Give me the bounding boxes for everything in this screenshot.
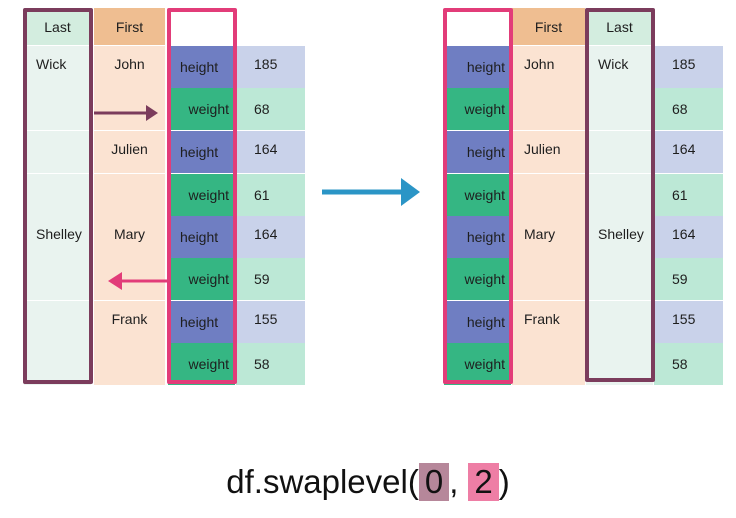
first-name-cell [512,343,586,386]
value-cell: 164 [654,131,724,174]
last-name-cell [586,174,654,217]
value-cell: 68 [654,88,724,131]
header-value [236,8,306,46]
last-name-cell [24,131,92,174]
attribute-cell: height [168,301,236,344]
attribute-cell: weight [168,88,236,131]
attribute-cell: weight [168,343,236,386]
attribute-cell: height [168,216,236,259]
code-expression: df.swaplevel( 0 , 2 ) [0,452,736,512]
attribute-cell: weight [444,174,512,217]
header-first: First [94,8,166,46]
code-separator: , [449,463,459,500]
value-cell: 61 [236,174,306,217]
value-cell: 58 [654,343,724,386]
first-name-cell: Julien [512,131,586,174]
value-cell: 68 [236,88,306,131]
value-cell: 155 [236,301,306,344]
value-cell: 185 [654,46,724,89]
first-name-cell [94,88,166,131]
first-name-cell [512,88,586,131]
code-prefix: df.swaplevel( [226,463,419,500]
value-cell: 164 [654,216,724,259]
attribute-cell: weight [444,88,512,131]
first-name-cell: Julien [94,131,166,174]
first-name-cell: Mary [512,216,586,259]
first-name-cell [94,343,166,386]
attribute-cell: height [168,131,236,174]
last-name-cell [586,258,654,301]
attribute-cell: height [168,46,236,89]
attribute-cell: height [444,131,512,174]
value-cell: 61 [654,174,724,217]
level-arg-2: 2 [468,463,499,501]
value-cell: 59 [236,258,306,301]
first-name-cell: Frank [512,301,586,344]
header-first: First [512,8,586,46]
attribute-cell: weight [444,258,512,301]
header-value [654,8,724,46]
last-name-cell [24,343,92,386]
transform-arrow-icon [322,178,420,206]
last-name-cell: Shelley [24,216,92,259]
attribute-cell: weight [444,343,512,386]
last-name-cell: Wick [586,46,654,89]
level-arg-0: 0 [418,463,450,501]
value-cell: 155 [654,301,724,344]
header-last: Last [24,8,92,46]
last-name-cell: Shelley [586,216,654,259]
first-name-cell: Mary [94,216,166,259]
first-name-cell: John [94,46,166,89]
first-name-cell: John [512,46,586,89]
first-name-cell: Frank [94,301,166,344]
swap-arrow-left-icon [108,272,168,290]
value-cell: 164 [236,216,306,259]
value-cell: 185 [236,46,306,89]
header-last: Last [586,8,654,46]
swap-arrow-right-icon [94,105,158,121]
value-cell: 58 [236,343,306,386]
value-cell: 164 [236,131,306,174]
last-name-cell [24,174,92,217]
value-cell: 59 [654,258,724,301]
code-suffix: ) [498,463,510,500]
last-name-cell [24,88,92,131]
